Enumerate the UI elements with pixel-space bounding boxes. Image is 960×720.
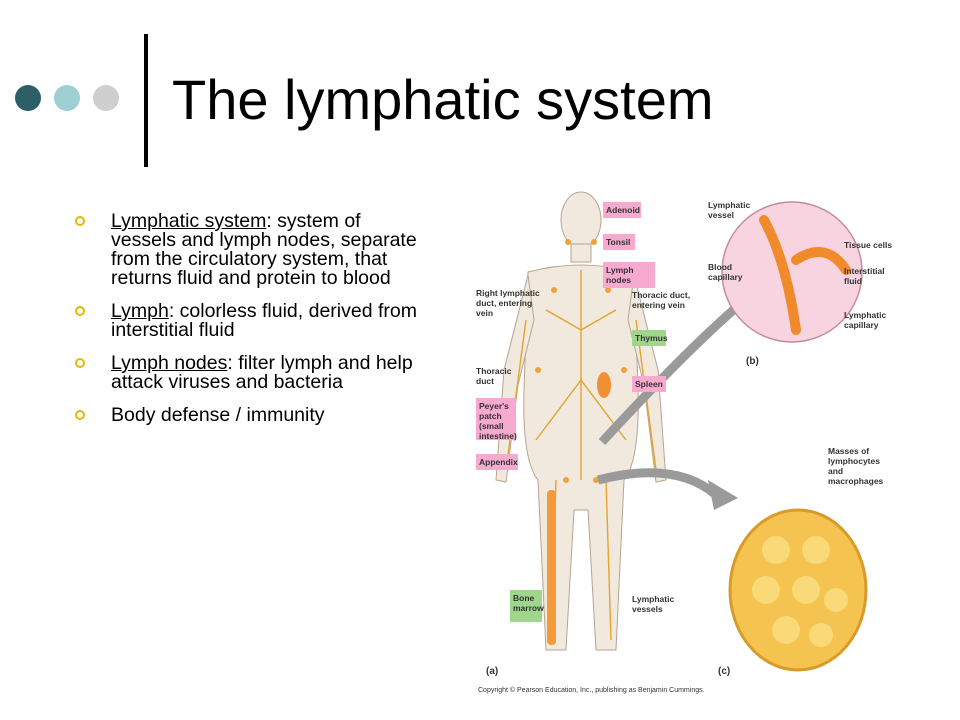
bullet-text: Body defense / immunity — [111, 404, 325, 426]
tag-appendix: Appendix — [476, 454, 518, 470]
label-masses-of-lymphocytes: Masses of lymphocytes and macrophages — [828, 446, 884, 486]
bullet-icon — [75, 358, 85, 368]
label-tissue-cells: Tissue cells — [844, 240, 893, 250]
bullet-item: Lymphatic system: system of vessels and … — [75, 210, 425, 289]
bullet-icon — [75, 410, 85, 420]
bullet-text: : filter lymph and help attack viruses a… — [111, 352, 413, 393]
accent-dot-teal — [54, 85, 80, 111]
accent-dot-dark — [15, 85, 41, 111]
tag-tonsil: Tonsil — [603, 234, 635, 250]
lymphatic-illustration — [495, 191, 868, 672]
bullet-icon — [75, 216, 85, 226]
arrow-to-c — [596, 468, 719, 499]
bullet-term: Lymphatic system — [111, 210, 267, 232]
label-blood-capillary: Blood capillary — [708, 262, 743, 282]
tag-thymus: Thymus — [632, 330, 668, 346]
tag-spleen: Spleen — [632, 376, 666, 392]
bullet-text: : colorless fluid, derived from intersti… — [111, 300, 417, 341]
capillary-detail-circle — [721, 201, 863, 343]
tag-adenoid: Adenoid — [603, 202, 641, 218]
label-interstitial-fluid: Interstitial fluid — [844, 266, 885, 286]
tag-peyers-patch: Peyer's patch (small intestine) — [476, 398, 517, 441]
panel-letter-a: (a) — [486, 666, 499, 677]
accent-dot-gray — [93, 85, 119, 111]
bullet-item: Body defense / immunity — [75, 404, 425, 426]
bullet-item: Lymph: colorless fluid, derived from int… — [75, 300, 425, 341]
label-right-lymphatic-duct: Right lymphatic duct, entering vein — [476, 288, 540, 318]
label-thoracic-duct: Thoracic duct — [476, 366, 512, 386]
spleen — [597, 372, 611, 398]
tag-bone-marrow: Bone marrow — [510, 590, 544, 622]
slide-title: The lymphatic system — [172, 68, 714, 131]
bullet-item: Lymph nodes: filter lymph and help attac… — [75, 352, 425, 393]
lymph-node-section — [728, 508, 868, 672]
bullet-icon — [75, 306, 85, 316]
label-thoracic-duct-entering-vein: Thoracic duct, entering vein — [632, 290, 691, 310]
lymphatic-figure: Adenoid Tonsil Lymph nodes Spleen Peyer'… — [446, 180, 906, 704]
bullet-text: : system of vessels and lymph nodes, sep… — [111, 210, 417, 289]
bullet-list: Lymphatic system: system of vessels and … — [75, 210, 425, 439]
title-divider — [144, 34, 148, 167]
bullet-term: Lymph nodes — [111, 352, 228, 374]
label-lymphatic-vessels: Lymphatic vessels — [632, 594, 675, 614]
label-lymphatic-vessel: Lymphatic vessel — [708, 200, 751, 220]
panel-letter-c: (c) — [718, 666, 731, 677]
tag-lymph-nodes: Lymph nodes — [603, 262, 655, 288]
panel-letter-b: (b) — [746, 356, 759, 367]
label-lymphatic-capillary: Lymphatic capillary — [844, 310, 887, 330]
bullet-term: Lymph — [111, 300, 169, 322]
copyright-notice: Copyright © Pearson Education, Inc., pub… — [478, 687, 705, 694]
lymph-nodes — [535, 239, 627, 483]
bone-marrow — [547, 490, 556, 645]
